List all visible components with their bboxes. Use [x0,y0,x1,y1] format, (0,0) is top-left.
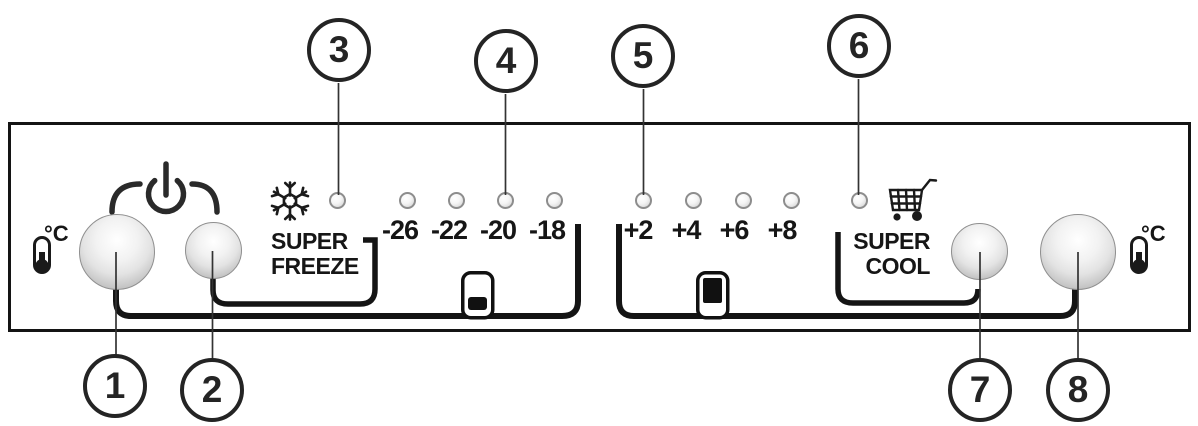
callout-7-number: 7 [969,369,991,410]
callout-5: 5 [611,24,675,88]
callout-3-number: 3 [328,29,350,70]
super-cool-led [851,192,868,209]
led-plus-6 [735,192,752,209]
led-minus-26 [399,192,416,209]
button-1[interactable] [79,214,155,290]
callout-1: 1 [83,354,147,418]
led-plus-4 [685,192,702,209]
callout-7: 7 [948,358,1012,422]
super-cool-label-line1: SUPER [853,228,930,254]
led-minus-18 [546,192,563,209]
fridge-temp-unit-label: °C [1141,221,1166,246]
led-minus-22 [448,192,465,209]
control-panel [8,122,1191,332]
callout-8-number: 8 [1067,369,1089,410]
freezer-temp-minus-18: -18 [528,215,566,245]
callout-2: 2 [180,358,244,422]
callout-8: 8 [1046,358,1110,422]
callout-3: 3 [307,18,371,82]
callout-1-number: 1 [104,365,126,406]
button-2[interactable] [185,222,242,279]
button-8[interactable] [1040,214,1116,290]
led-plus-2 [635,192,652,209]
callout-4-number: 4 [495,40,517,81]
led-minus-20 [497,192,514,209]
freezer-temp-unit-label: °C [44,221,69,246]
callout-4: 4 [474,29,538,93]
callout-6: 6 [827,14,891,78]
fridge-temp-plus-8: +8 [767,215,798,245]
super-cool-label-line2: COOL [865,253,931,279]
led-plus-8 [783,192,800,209]
button-7[interactable] [951,223,1008,280]
callout-2-number: 2 [201,369,223,410]
super-freeze-led [329,192,346,209]
super-freeze-label: SUPER FREEZE [271,229,359,279]
super-freeze-label-line1: SUPER [271,228,348,254]
callout-5-number: 5 [632,35,654,76]
super-cool-label: SUPER COOL [840,229,930,279]
callout-6-number: 6 [848,25,870,66]
super-freeze-label-line2: FREEZE [271,253,359,279]
